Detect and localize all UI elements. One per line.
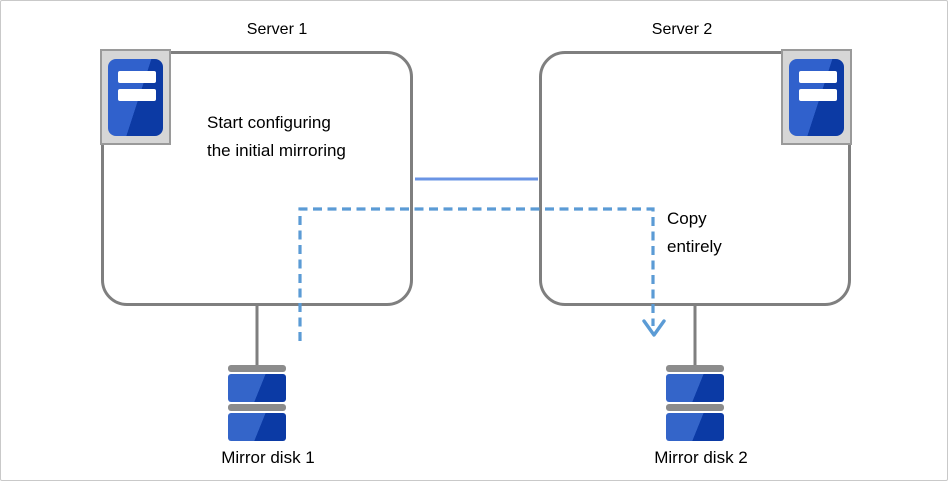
disk-platter	[666, 413, 724, 441]
mirror-disk-icon	[228, 365, 286, 443]
server-icon-bar	[799, 71, 837, 83]
server-icon-bar	[118, 71, 156, 83]
disk-platter	[666, 374, 724, 402]
server1-note: Start configuring the initial mirroring	[207, 113, 346, 160]
server-icon	[781, 49, 852, 145]
server-icon	[100, 49, 171, 145]
server2-title: Server 2	[651, 21, 713, 38]
server-icon-panel	[108, 59, 163, 136]
server-icon-bar	[799, 89, 837, 101]
arrow-down-icon	[642, 319, 666, 337]
server-icon-panel	[789, 59, 844, 136]
disk-platter	[228, 413, 286, 441]
server1-title: Server 1	[246, 21, 308, 38]
disk-platter	[228, 374, 286, 402]
disk-cap	[666, 404, 724, 411]
disk-cap	[228, 365, 286, 372]
disk-cap	[666, 365, 724, 372]
server-icon-bar	[118, 89, 156, 101]
disk-cap	[228, 404, 286, 411]
disk2-label: Mirror disk 2	[654, 448, 748, 467]
copy-entirely-note: Copy entirely	[667, 209, 722, 256]
disk1-label: Mirror disk 1	[221, 448, 315, 467]
mirror-disk-icon	[666, 365, 724, 443]
